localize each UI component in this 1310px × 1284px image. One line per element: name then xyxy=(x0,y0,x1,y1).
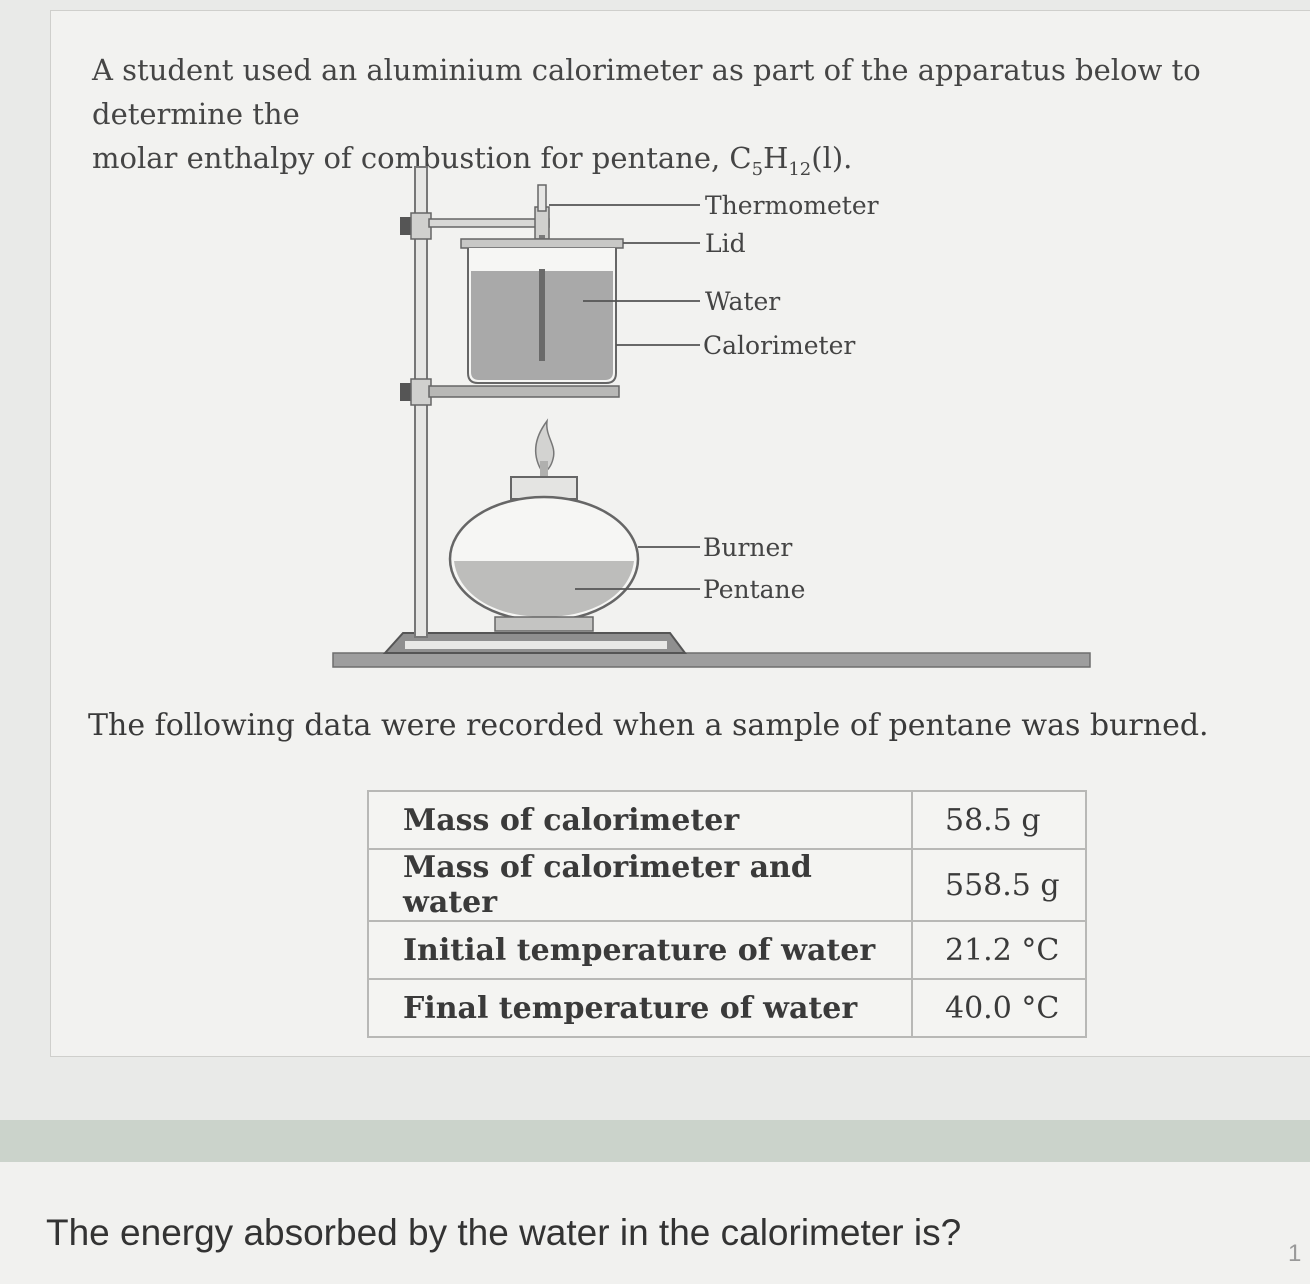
intro-line-2-suffix: (l). xyxy=(811,141,853,175)
calorimeter-lid xyxy=(460,238,624,249)
calorimeter-label: Calorimeter xyxy=(703,331,855,360)
hydrogen-symbol: H xyxy=(763,141,789,175)
table-row: Initial temperature of water 21.2 °C xyxy=(367,920,1087,980)
table-row: Final temperature of water 40.0 °C xyxy=(367,978,1087,1038)
intro-line-1: A student used an aluminium calorimeter … xyxy=(92,53,1201,131)
intro-text: A student used an aluminium calorimeter … xyxy=(92,48,1307,192)
question-card xyxy=(0,1162,1310,1284)
section-divider xyxy=(0,1120,1310,1162)
support-ring xyxy=(428,385,620,398)
lid-label: Lid xyxy=(705,229,746,258)
burner-cap xyxy=(510,476,578,500)
hydrogen-subscript: 12 xyxy=(788,158,812,180)
upper-clamp-boss xyxy=(410,212,432,240)
wick xyxy=(540,461,548,479)
stand-base-top xyxy=(405,641,667,649)
lower-clamp-knob xyxy=(400,383,412,401)
row-label: Mass of calorimeter and water xyxy=(367,848,913,922)
upper-clamp-knob xyxy=(400,217,412,235)
bench-surface xyxy=(332,652,1091,668)
thermometer-top xyxy=(537,184,547,212)
burner-foot xyxy=(494,616,594,632)
data-intro-text: The following data were recorded when a … xyxy=(88,708,1209,743)
upper-clamp-arm xyxy=(428,218,550,228)
burner-label: Burner xyxy=(703,533,792,562)
data-table: Mass of calorimeter 58.5 g Mass of calor… xyxy=(367,790,1087,1038)
flame xyxy=(535,418,555,474)
thermometer-stem-in-water xyxy=(539,269,545,361)
pentane-label: Pentane xyxy=(703,575,805,604)
table-row: Mass of calorimeter 58.5 g xyxy=(367,790,1087,850)
question-marker: 1 xyxy=(1288,1240,1302,1267)
row-value: 558.5 g xyxy=(911,848,1087,922)
row-label: Mass of calorimeter xyxy=(367,790,913,850)
thermometer-holder xyxy=(534,206,550,240)
pentane-fuel xyxy=(454,561,634,617)
row-label: Final temperature of water xyxy=(367,978,913,1038)
lower-clamp-boss xyxy=(410,378,432,406)
calorimeter-apparatus-diagram: Thermometer Lid Water Calorimeter Burner… xyxy=(332,166,1091,668)
row-value: 21.2 °C xyxy=(911,920,1087,980)
carbon-subscript: 5 xyxy=(751,158,764,180)
table-row: Mass of calorimeter and water 558.5 g xyxy=(367,848,1087,922)
row-value: 40.0 °C xyxy=(911,978,1087,1038)
thermometer-label: Thermometer xyxy=(705,191,879,220)
row-value: 58.5 g xyxy=(911,790,1087,850)
water-label: Water xyxy=(705,287,780,316)
row-label: Initial temperature of water xyxy=(367,920,913,980)
question-text: The energy absorbed by the water in the … xyxy=(46,1212,962,1253)
